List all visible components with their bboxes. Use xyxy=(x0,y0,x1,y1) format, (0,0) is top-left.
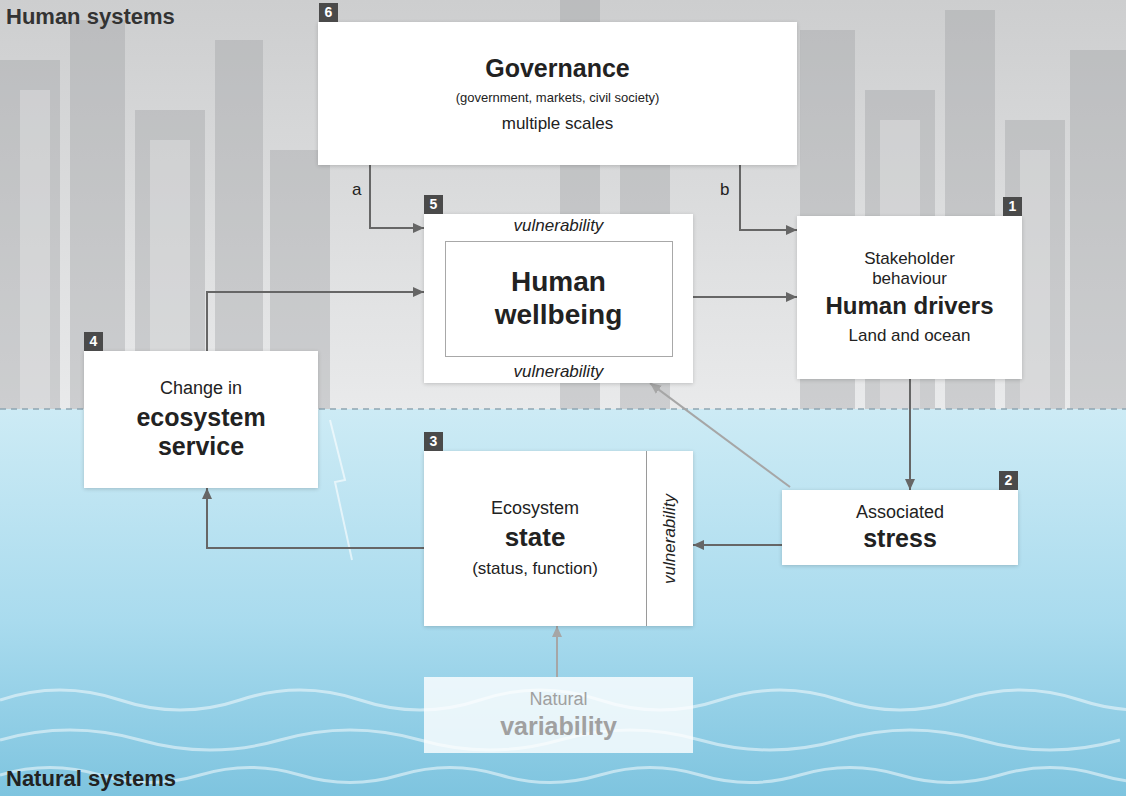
node-text: Stakeholder behaviour xyxy=(845,249,975,288)
node-text: Human wellbeing xyxy=(474,266,644,330)
node-text: (status, function) xyxy=(472,559,598,579)
callout-number: 2 xyxy=(999,471,1018,490)
node-text: state xyxy=(505,523,566,553)
node-text: vulnerability xyxy=(514,216,604,236)
callout-number: 1 xyxy=(1003,197,1022,216)
flow-arrow xyxy=(370,165,424,228)
state-box: Ecosystem state (status, function) vulnerab… xyxy=(424,451,693,626)
edge-label: a xyxy=(352,180,361,200)
flow-arrow xyxy=(740,165,797,230)
callout-number: 4 xyxy=(84,332,103,351)
callout-number: 3 xyxy=(424,432,443,451)
node-text: vulnerability xyxy=(514,362,604,382)
region-title: Natural systems xyxy=(6,766,176,792)
flow-arrow xyxy=(207,292,424,351)
flow-arrow xyxy=(556,626,558,677)
node-text: Associated xyxy=(856,502,944,523)
node-text: variability xyxy=(500,712,617,741)
flow-arrow xyxy=(909,379,911,490)
node-text: stress xyxy=(863,524,937,553)
state-main: Ecosystem state (status, function) xyxy=(424,451,646,626)
flow-arrow xyxy=(693,544,782,546)
variability-box: Naturalvariability xyxy=(424,677,693,753)
wellbeing-outer-box: vulnerabilityHuman wellbeingvulnerabilit… xyxy=(424,214,693,383)
region-title: Human systems xyxy=(6,4,175,30)
node-text: ecosystem service xyxy=(111,403,291,461)
governance-box: Governance (government, markets, civil so… xyxy=(318,22,797,165)
node-text: multiple scales xyxy=(502,114,614,134)
node-text: (government, markets, civil society) xyxy=(456,91,660,106)
node-text: Human drivers xyxy=(825,292,993,320)
flow-arrow xyxy=(207,488,424,548)
stress-box: Associatedstress xyxy=(782,490,1018,565)
state-side-column: vulnerability xyxy=(646,451,693,626)
wellbeing-inner-box: Human wellbeing xyxy=(445,241,673,357)
flow-arrow xyxy=(693,296,797,298)
node-text: Governance xyxy=(485,54,630,83)
drivers-box: Stakeholder behaviourHuman driversLand a… xyxy=(797,216,1022,379)
service-box: Change in ecosystem service xyxy=(84,351,318,488)
callout-number: 5 xyxy=(424,195,443,214)
child-slot: Human wellbeing xyxy=(445,241,673,357)
node-text: Change in xyxy=(160,378,242,399)
edge-label: b xyxy=(720,180,729,200)
node-text: Land and ocean xyxy=(849,326,971,346)
node-text: Natural xyxy=(529,689,587,710)
callout-number: 6 xyxy=(319,3,338,22)
node-text: vulnerability xyxy=(660,494,680,584)
node-text: Ecosystem xyxy=(491,498,579,519)
